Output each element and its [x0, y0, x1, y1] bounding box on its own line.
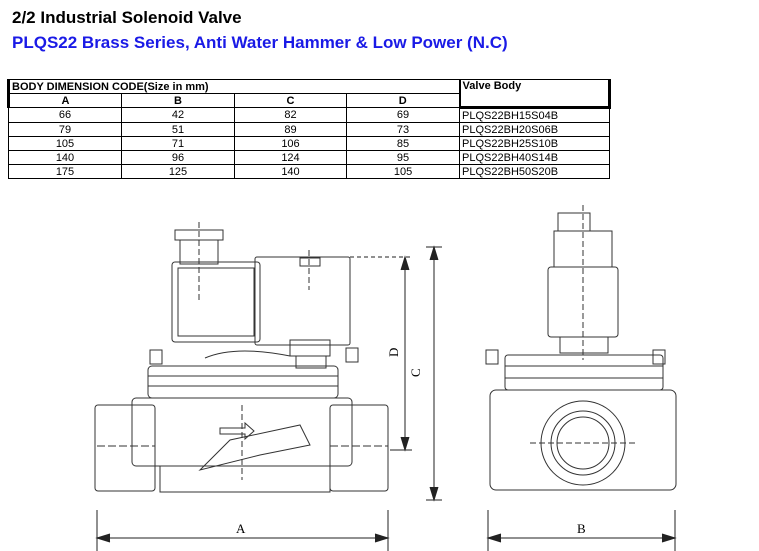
- page-subtitle: PLQS22 Brass Series, Anti Water Hammer &…: [12, 33, 508, 52]
- cell-c: 140: [234, 164, 347, 179]
- table-row: 140 96 124 95 PLQS22BH40S14B: [8, 150, 611, 165]
- cell-valve-body: PLQS22BH50S20B: [459, 164, 611, 179]
- valve-body-header: Valve Body: [459, 79, 612, 109]
- cell-valve-body: PLQS22BH40S14B: [459, 150, 611, 165]
- valve-front-view: [485, 205, 677, 491]
- dimension-label-b: B: [577, 521, 586, 536]
- dimension-label-c: C: [408, 368, 423, 377]
- cell-b: 125: [121, 164, 235, 179]
- valve-side-view: [94, 222, 389, 493]
- table-row: 175 125 140 105 PLQS22BH50S20B: [8, 164, 611, 179]
- cell-a: 175: [8, 164, 122, 179]
- dimension-label-d: D: [386, 348, 401, 357]
- dimension-label-a: A: [236, 521, 246, 536]
- cell-d: 105: [345, 164, 461, 179]
- body-dimension-table: BODY DIMENSION CODE(Size in mm) Valve Bo…: [6, 79, 612, 179]
- dimension-lines: [95, 245, 677, 551]
- page-title: 2/2 Industrial Solenoid Valve: [12, 8, 242, 27]
